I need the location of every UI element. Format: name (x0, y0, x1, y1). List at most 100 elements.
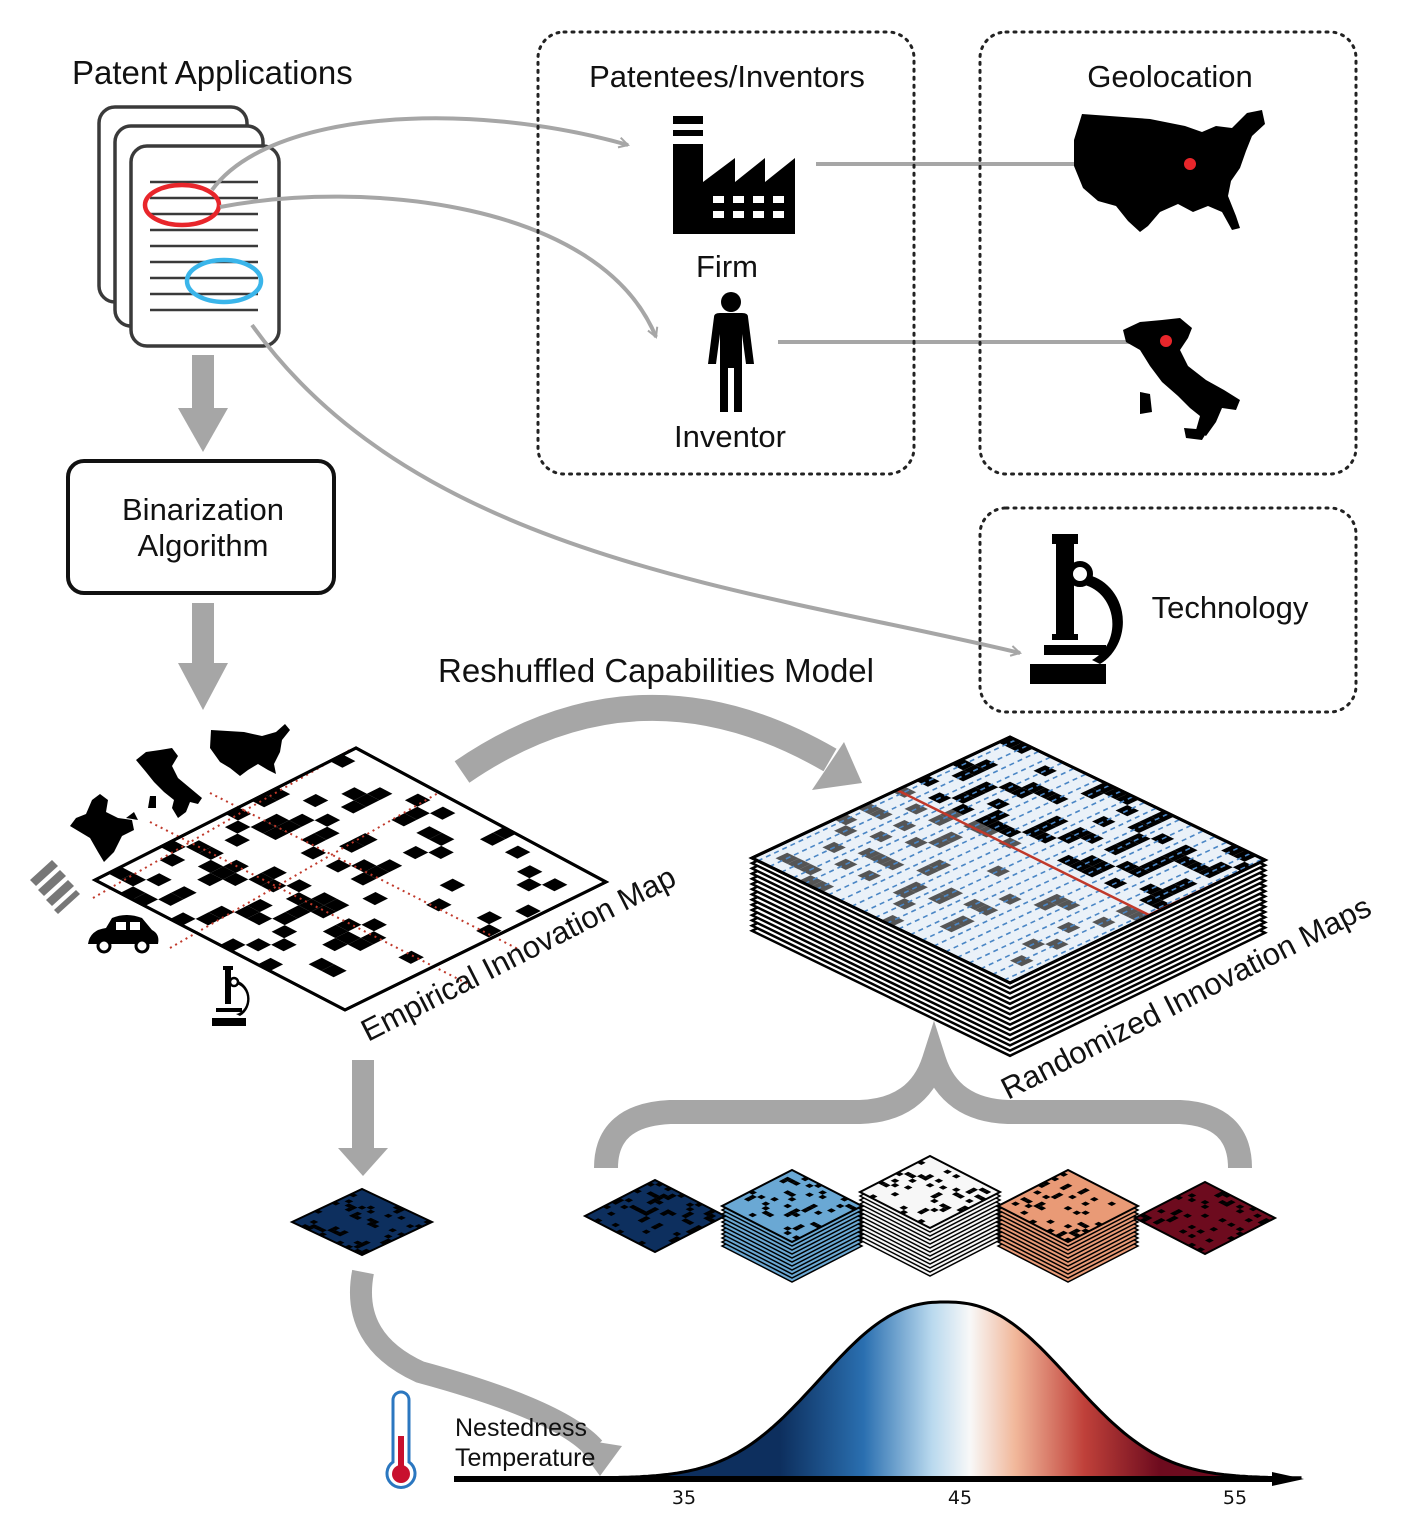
map-cell (973, 1194, 983, 1199)
map-cell (792, 1226, 801, 1231)
map-cell (916, 1174, 926, 1179)
map-cell (646, 1209, 655, 1214)
map-cell (1162, 850, 1186, 862)
map-cell (778, 1179, 788, 1184)
map-cell (761, 1206, 771, 1211)
map-cell (787, 1179, 797, 1184)
map-cell (323, 898, 350, 912)
map-cell (404, 806, 430, 820)
map-cell (344, 1199, 354, 1204)
map-cell (1156, 1218, 1166, 1223)
map-cell (298, 898, 324, 912)
map-cell (672, 1236, 682, 1241)
map-cell (800, 1208, 810, 1213)
factory-icon (673, 116, 795, 234)
map-cell (366, 1217, 376, 1222)
map-cell (1024, 1203, 1033, 1209)
map-cell (869, 808, 893, 820)
map-cell (370, 1219, 380, 1225)
map-cell (783, 1203, 792, 1209)
map-cell (903, 1171, 913, 1177)
map-cell (1056, 899, 1081, 911)
colored-map (582, 1178, 728, 1254)
map-cell (1072, 1210, 1082, 1215)
map-cell (655, 1182, 664, 1187)
map-cell (271, 925, 298, 939)
map-cell (890, 1183, 900, 1188)
map-cell (397, 1232, 406, 1237)
usa-map-icon (1074, 110, 1265, 232)
map-cell (1019, 1197, 1029, 1202)
map-cell (857, 847, 881, 859)
map-cell (1063, 1183, 1073, 1188)
map-cell (956, 1194, 965, 1199)
map-cell (1170, 1215, 1179, 1221)
map-cell (868, 1194, 878, 1199)
map-cell (353, 1248, 362, 1253)
map-cell (195, 912, 222, 926)
map-cell (602, 1204, 612, 1210)
map-cell (108, 866, 134, 880)
map-cell (300, 1224, 310, 1229)
map-cell (1033, 1190, 1042, 1195)
map-cell (1028, 1219, 1038, 1224)
map-cell (439, 878, 466, 892)
map-cell (1045, 815, 1069, 827)
shuffle-arrow (1003, 858, 1263, 981)
map-cell (930, 1207, 939, 1213)
map-cell (939, 887, 964, 899)
shuffle-arrow (851, 784, 1111, 908)
map-cell (351, 859, 377, 873)
map-cell (246, 912, 273, 926)
map-cell (890, 1192, 900, 1197)
map-cell (1068, 1194, 1077, 1200)
map-cell (930, 1198, 939, 1204)
map-cell (341, 787, 367, 801)
map-cell (366, 1209, 376, 1214)
map-cell (1107, 1201, 1117, 1206)
map-cell (1103, 844, 1128, 856)
map-cell (479, 832, 506, 846)
document-stack-icon (97, 105, 281, 348)
binarization-box (66, 459, 336, 595)
map-cell (655, 1222, 664, 1228)
map-cell (881, 1183, 891, 1188)
map-cell (353, 793, 380, 807)
map-cell (322, 938, 348, 952)
map-cell (318, 1228, 327, 1233)
map-cell (340, 800, 367, 814)
map-cell (416, 826, 442, 840)
map-cell (809, 1221, 819, 1227)
inventor-label: Inventor (674, 419, 786, 454)
map-cell (120, 873, 147, 887)
map-cell (305, 1226, 314, 1231)
map-cell (951, 1174, 961, 1179)
map-cell (895, 1171, 904, 1177)
map-cell (998, 893, 1022, 905)
map-cell (620, 1204, 629, 1210)
map-cell (1213, 1193, 1223, 1198)
map-cell (327, 1228, 336, 1233)
map-cell (783, 1212, 792, 1218)
map-cell (404, 793, 431, 807)
map-cell (321, 964, 347, 978)
empirical-map-icons (30, 724, 290, 1026)
map-cell (681, 1213, 690, 1219)
map-cell (428, 845, 454, 859)
map-cell (783, 1190, 792, 1195)
map-cell (869, 853, 893, 865)
map-cell (916, 1160, 926, 1165)
map-cell (998, 837, 1022, 849)
map-cell (1021, 781, 1046, 794)
map-cell (694, 1225, 704, 1230)
map-cell (1200, 1213, 1210, 1218)
map-cell (892, 898, 917, 910)
map-cell (650, 1193, 660, 1198)
map-cell (313, 1226, 323, 1231)
map-cell (615, 1198, 625, 1203)
map-cell (476, 924, 502, 938)
empirical-map-small (289, 1187, 435, 1257)
map-cell (1209, 1227, 1219, 1232)
map-cell (676, 1193, 686, 1198)
down-arrow-2 (178, 603, 228, 710)
